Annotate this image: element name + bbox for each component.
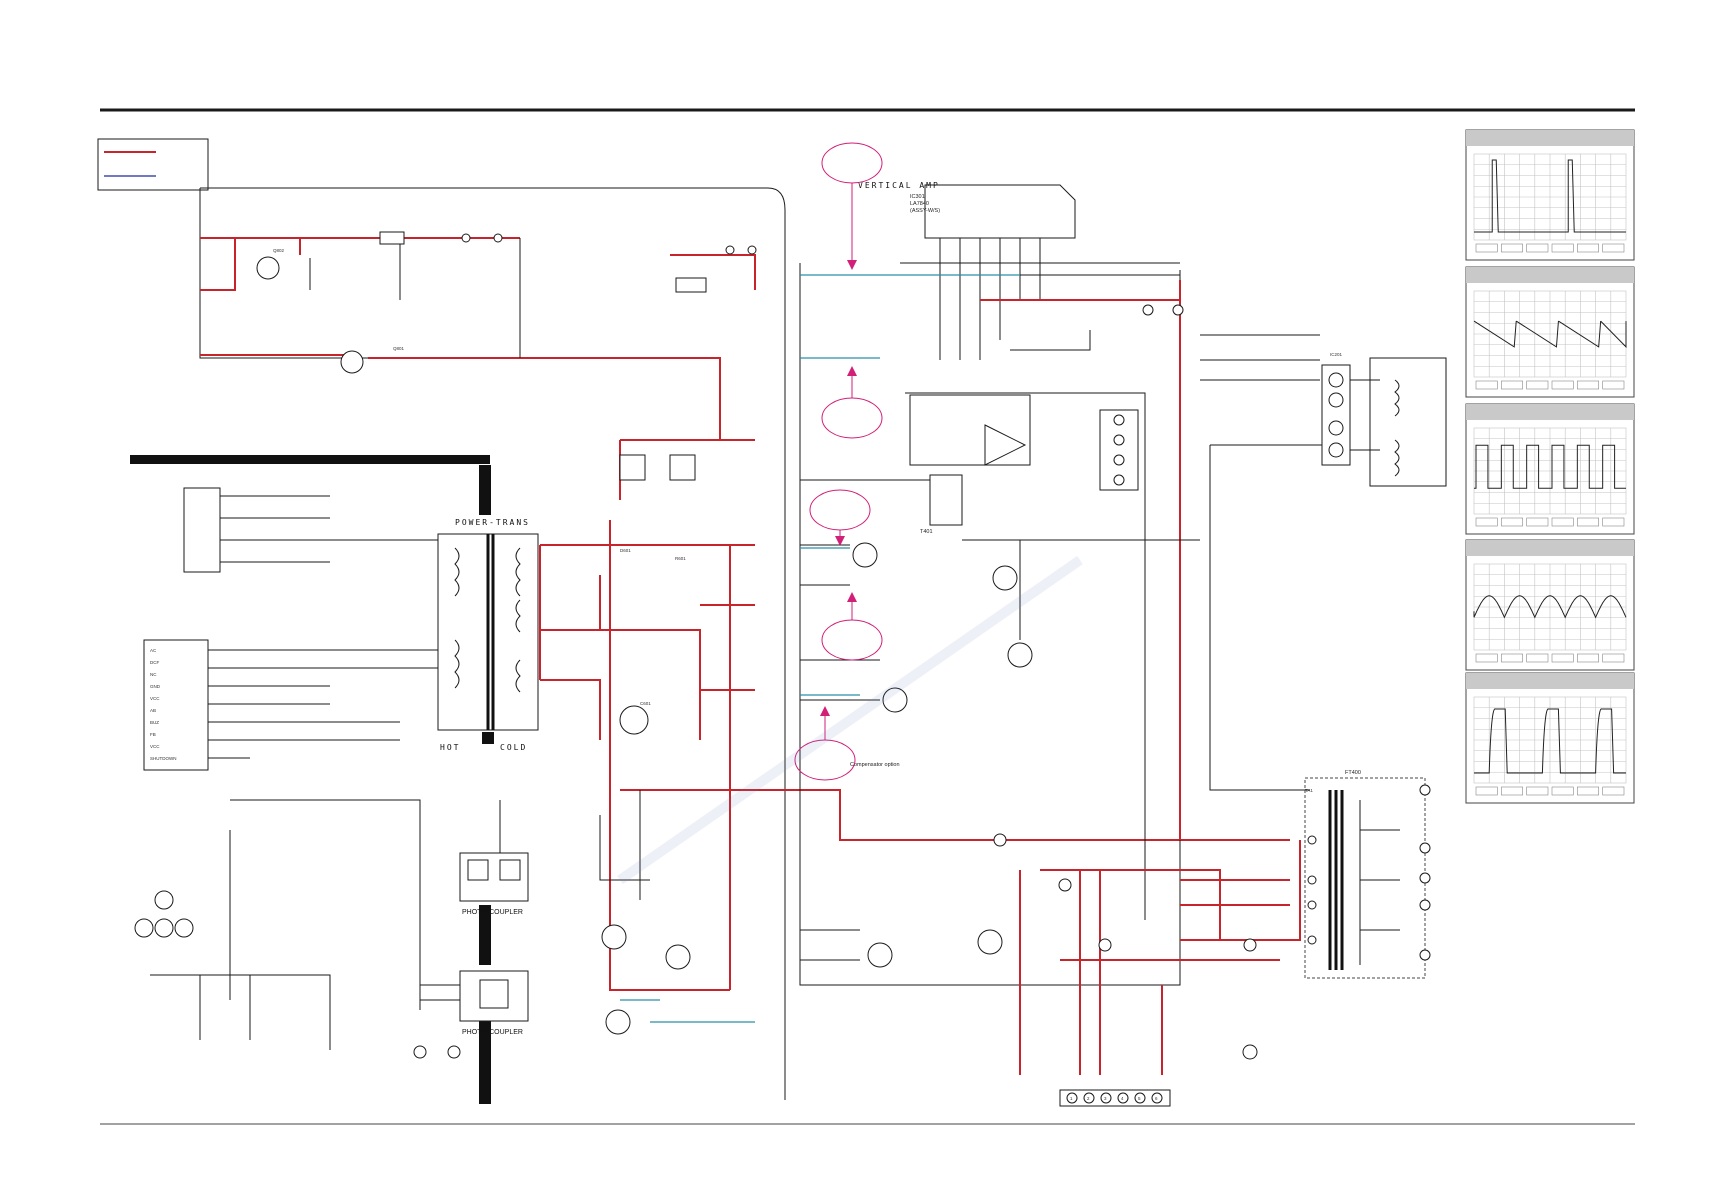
t401-label: T401 [920, 529, 933, 535]
oscilloscope-panel-square [1465, 403, 1635, 535]
cold-label: COLD [500, 743, 527, 752]
photo-coupler-1: PHOTO-COUPLER [459, 852, 529, 916]
connector-pin [1117, 1092, 1129, 1104]
bottom-connector: 1 2 3 4 5 6 [1059, 1044, 1258, 1107]
horizontal-output: T401 Compensator option [800, 394, 1301, 1075]
hot-label: HOT [440, 743, 460, 752]
connector-pin-label: 5 [1138, 1096, 1141, 1101]
oscilloscope-panels [1465, 129, 1635, 804]
legend-box [97, 138, 209, 191]
left-connector-label: SHUTDOWN [150, 756, 177, 761]
vertical-amp-ic-part: LA7840 [910, 201, 929, 207]
left-connector-block: AC DCF NC GND VCC AB BUZ FB VCC SHUTDOWN [143, 639, 440, 771]
left-connector-label: AB [150, 708, 156, 713]
connector-pin [1134, 1092, 1146, 1104]
left-connector-label: BUZ [150, 720, 159, 725]
left-connector-label: AC [150, 648, 157, 653]
connector-pin [1083, 1092, 1095, 1104]
power-trans-label: POWER-TRANS [455, 518, 530, 527]
connector-pin-label: 4 [1121, 1096, 1124, 1101]
deflection-section: VERTICAL AMP IC301 LA7840 (ASSY-W/S) [799, 181, 1320, 986]
photo-coupler-2: PHOTO-COUPLER [459, 970, 529, 1036]
left-connector-label: DCF [150, 660, 159, 665]
oscilloscope-panel-ripple [1465, 539, 1635, 671]
left-connector-label: VCC [150, 696, 160, 701]
probe-ellipse-3 [809, 489, 871, 531]
connector-pin [1100, 1092, 1112, 1104]
probe-markers [794, 142, 883, 781]
oscilloscope-header [1466, 540, 1634, 556]
oscilloscope-trace [1473, 320, 1627, 349]
flyback-code: FT400 [1345, 770, 1361, 776]
watermark [617, 555, 1083, 885]
label-q801: Q801 [393, 346, 405, 351]
oscilloscope-header [1466, 130, 1634, 146]
connector-pin-label: 6 [1155, 1096, 1158, 1101]
vertical-amp-ic-ref: IC301 [910, 194, 925, 200]
oscilloscope-header [1466, 267, 1634, 283]
connector-pin [1066, 1092, 1078, 1104]
probe-arrow-2 [847, 366, 857, 376]
label-ta1: TA1 [1305, 788, 1313, 793]
oscilloscope-panel-sawtooth [1465, 266, 1635, 398]
oscilloscope-header [1466, 673, 1634, 689]
probe-ellipse-1 [821, 142, 883, 184]
label-c601: C601 [640, 701, 651, 706]
label-d601: D601 [620, 548, 631, 553]
probe-ellipse-2 [821, 397, 883, 439]
probe-arrow-3 [835, 536, 845, 546]
flyback-transformer: FT400 [1304, 770, 1431, 979]
bridge-rectifier [130, 455, 490, 573]
secondary-components [134, 454, 755, 1059]
vertical-amp-ic-note: (ASSY-W/S) [910, 208, 940, 214]
probe-arrow-4 [847, 592, 857, 602]
connector-pin-label: 1 [1070, 1096, 1073, 1101]
oscilloscope-trace [1474, 708, 1626, 774]
secondary-rails [539, 439, 1290, 991]
oscilloscope-panel-pulse [1465, 129, 1635, 261]
oscilloscope-trace [1473, 595, 1627, 619]
oscilloscope-trace [1474, 159, 1626, 233]
isolation-barrier [479, 465, 491, 1104]
left-connector-label: FB [150, 732, 156, 737]
power-transformer: POWER-TRANS HOT COLD [437, 518, 539, 752]
label-q802: Q802 [273, 248, 285, 253]
connector-pin-label: 3 [1104, 1096, 1107, 1101]
probe-arrow-5 [820, 706, 830, 716]
oscilloscope-trace [1474, 444, 1626, 489]
vertical-amp-title: VERTICAL AMP [858, 181, 940, 190]
label-ic201: IC201 [1330, 352, 1343, 357]
label-r601: R601 [675, 556, 686, 561]
left-connector-label: GND [150, 684, 161, 689]
connector-pin-label: 2 [1087, 1096, 1090, 1101]
regulator-section [200, 231, 757, 440]
yoke-connector [1209, 357, 1447, 791]
compensator-note: Compensator option [850, 762, 900, 768]
probe-arrow-1 [847, 260, 857, 270]
photo-coupler-1-label: PHOTO-COUPLER [462, 909, 523, 916]
upper-left-enclosure [200, 187, 786, 1100]
left-connector-label: NC [150, 672, 157, 677]
oscilloscope-panel-flyback-pulse [1465, 672, 1635, 804]
oscilloscope-header [1466, 404, 1634, 420]
photo-coupler-2-label: PHOTO-COUPLER [462, 1029, 523, 1036]
probe-ellipse-4 [821, 619, 883, 661]
left-connector-label: VCC [150, 744, 160, 749]
connector-pin [1151, 1092, 1163, 1104]
